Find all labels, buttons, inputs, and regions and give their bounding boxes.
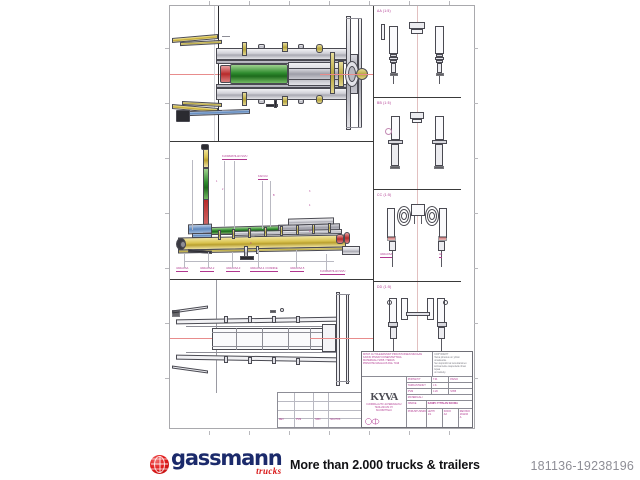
view-bottom — [170, 280, 373, 393]
field-label-revision: REVISIO — [459, 409, 470, 413]
table-header-row: REV PVM NRO MUUTOS — [278, 419, 379, 427]
field-value-drawing-no: 181136 — [459, 412, 468, 416]
field-value-drawn-by: T.M. — [432, 377, 450, 382]
title-block: MITAT JA TOLERANSSIT PIIRUSTUKSEN MUKAAN… — [361, 351, 473, 428]
title-note-4: PINNOITE MAALAUS RAL 7016 — [363, 361, 400, 365]
field-label-sheet: LEHTI — [427, 409, 435, 413]
annotation-label: VARAOSA — [380, 253, 393, 258]
field-value-revision: A — [459, 415, 462, 419]
company-logo-text: KYVA — [370, 390, 398, 403]
detail-label-bb: BB (1:5) — [377, 101, 392, 105]
detail-view-aa: AA (1:5) — [373, 6, 461, 98]
sheet-frame — [169, 5, 475, 429]
annotation-label: VARAOSA 4 / KIINNIKE — [250, 267, 278, 272]
annotation-label: VARAOSA 2 — [200, 267, 215, 272]
dimension-label: C — [250, 242, 252, 245]
title-note-1: MITAT JA TOLERANSSIT PIIRUSTUKSEN MUKAAN — [363, 352, 423, 356]
annotation-label: KUORMATILAN SIVU — [222, 155, 248, 160]
detail-views-column: AA (1:5) — [373, 6, 461, 428]
field-label-drawing-no: PIIRUSTUSNRO — [407, 409, 427, 413]
field-label-weight: PAINO — [450, 377, 458, 381]
field-label-name: NIMIKE — [407, 401, 427, 408]
dimension-label: 3 — [309, 190, 311, 193]
title-note-2: KAIKKI PINNAT KONEISTETTAVA — [363, 355, 402, 359]
dimension-label: D — [309, 230, 311, 233]
field-value-name: KAMPI-YTTIN-2N SOUMA — [427, 401, 458, 405]
revision-header-date: PVM — [295, 419, 315, 427]
views-container: KUORMATILAN SIVU KAIVUU 1 2 B 3 4 C D — [170, 6, 461, 428]
field-label-drawn-by: PIIRTANYT — [407, 377, 432, 382]
field-label-date: PVM — [407, 389, 432, 394]
table-row — [278, 410, 379, 420]
field-value-material: S355 — [450, 389, 457, 393]
field-label-checked-by: TARKASTANUT — [407, 383, 432, 388]
copyright-note: COPYRIGHT Tama piirustus on yhtion omais… — [434, 352, 467, 375]
dimension-label: 1 — [216, 180, 218, 183]
reference-number: 181136-19238196 — [530, 459, 634, 473]
annotation-label: KAIVUU — [258, 175, 268, 180]
field-value-scale: 1:20 — [432, 389, 450, 394]
globe-icon — [150, 454, 169, 474]
footer-bar — [0, 437, 640, 480]
detail-view-dd: DD (1:5) 5 A — [373, 282, 461, 373]
table-row — [278, 401, 379, 411]
detail-view-cc: CC (1:5) — [373, 190, 461, 282]
revision-header-change: MUUTOS — [330, 419, 341, 422]
dimension-label: B — [273, 194, 275, 197]
drawing-sheet: KUORMATILAN SIVU KAIVUU 1 2 B 3 4 C D — [164, 0, 479, 437]
dimension-label: 4 — [309, 204, 311, 207]
footer-tagline: More than 2.000 trucks & trailers — [290, 458, 480, 472]
field-label-material: MATERIAALI — [407, 395, 423, 399]
annotation-label: VARAOSA 5 — [290, 267, 305, 272]
title-note-3: MATERIAALI S355 / TERAS — [363, 358, 395, 362]
annotation-label: VARAOSA — [176, 267, 189, 272]
view-top — [170, 6, 373, 142]
brand-subtitle: trucks — [256, 465, 282, 476]
annotation-label: VA — [439, 253, 443, 258]
dimension-label: 2 — [222, 188, 224, 191]
revision-header-rev: REV — [278, 419, 296, 427]
table-row — [278, 393, 379, 402]
brand-name: gassmann — [171, 446, 283, 470]
field-value-sheet: 1/1 — [427, 412, 432, 416]
field-value-checked-by: J.K. — [432, 383, 450, 388]
annotation-label: KUORMATILAN SIVU — [320, 270, 346, 275]
gassmann-logo: gassmann trucks — [150, 446, 283, 476]
revision-header-no: NRO — [314, 419, 330, 427]
detail-view-bb: BB (1:5) — [373, 98, 461, 190]
main-views-column: KUORMATILAN SIVU KAIVUU 1 2 B 3 4 C D — [170, 6, 374, 428]
detail-label-cc: CC (1:5) — [377, 193, 392, 197]
detail-label-dd: DD (1:5) — [377, 285, 392, 289]
detail-label-aa: AA (1:5) — [377, 9, 391, 13]
company-logo-subtitle: KUORMA-AUTO JA PERAVAUNU TEOLLISUUS OY S… — [366, 404, 402, 413]
field-label-size: KOKO — [443, 409, 451, 413]
view-middle: KUORMATILAN SIVU KAIVUU 1 2 B 3 4 C D — [170, 142, 373, 280]
annotation-label: VARAOSA 3 — [226, 267, 241, 272]
field-value-size: A3 — [443, 412, 447, 416]
